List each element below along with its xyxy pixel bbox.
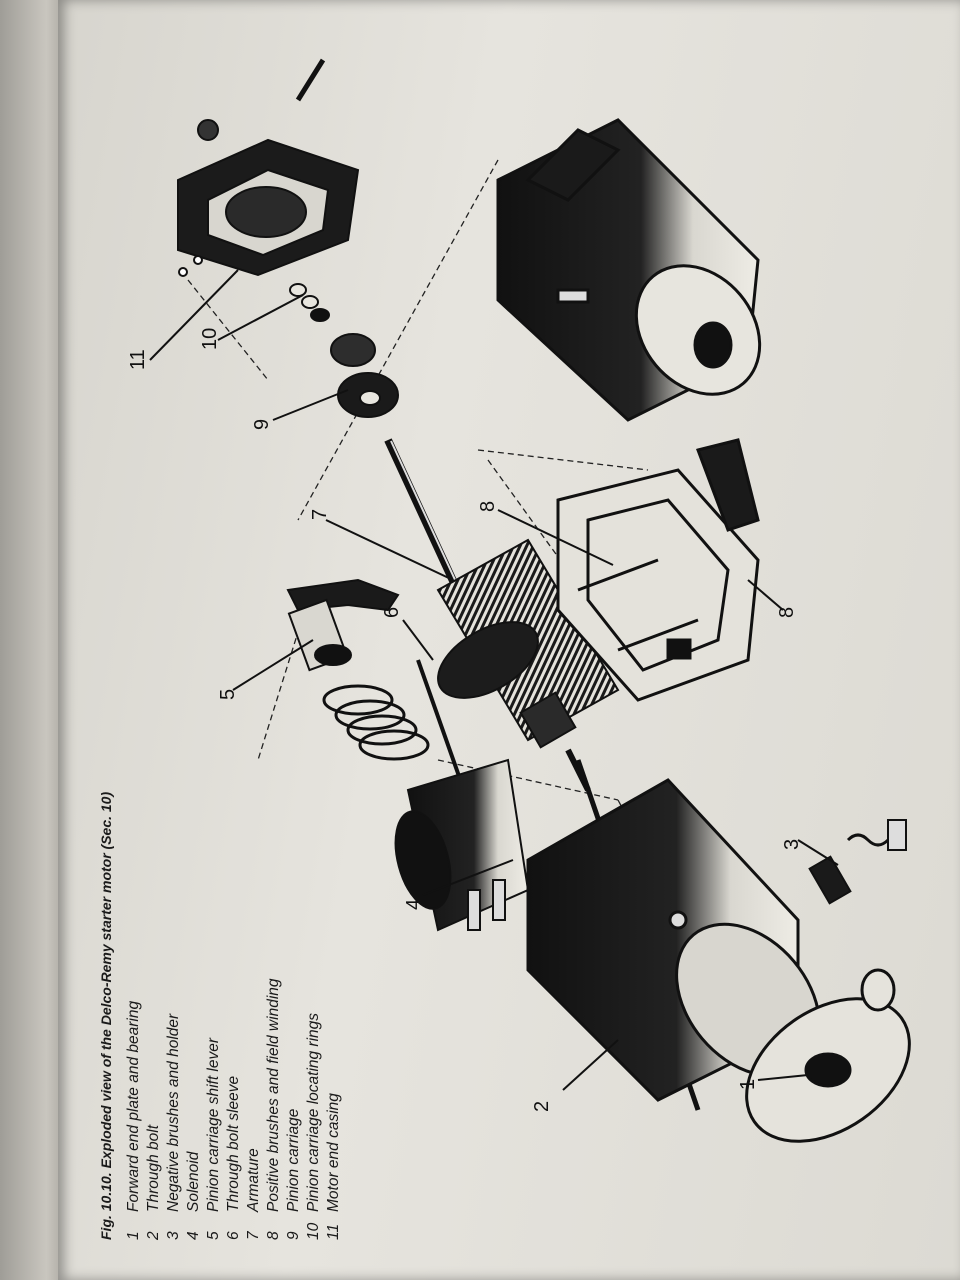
legend-label: Pinion carriage locating rings [305,1012,322,1212]
legend-label: Motor end casing [325,1093,342,1212]
legend-number: 1 [125,1231,142,1240]
legend-item: 1 Forward end plate and bearing [124,720,144,1240]
negative-brushes [808,819,907,905]
armature [436,538,620,792]
legend-item: 5 Pinion carriage shift lever [204,720,224,1240]
callout-4: 4 [403,899,425,910]
shift-lever [286,578,400,672]
figure-caption: Fig. 10.10. Exploded view of the Delco-R… [98,720,344,1240]
alignment-lines [187,159,759,1061]
previous-page-edge [0,0,58,1280]
callout-9: 9 [251,419,273,430]
callout-8-upper: 8 [477,501,499,512]
legend-number: 11 [325,1223,342,1240]
legend-label: Negative brushes and holder [165,1013,182,1212]
legend-number: 6 [225,1231,242,1240]
legend-number: 4 [185,1231,202,1240]
legend-label: Through bolt sleeve [225,1075,242,1212]
solenoid [394,758,530,932]
legend-item: 11 Motor end casing [324,720,344,1240]
legend-item: 10 Pinion carriage locating rings [304,720,324,1240]
motor-end-casing [177,58,360,277]
caption-title: Fig. 10.10. Exploded view of the Delco-R… [98,791,114,1240]
pinion-carriage [330,333,399,418]
legend-number: 5 [205,1231,222,1240]
callout-10: 10 [199,328,221,350]
legend-item: 2 Through bolt [144,720,164,1240]
callout-8-lower: 8 [776,607,798,618]
forward-end-plate [745,968,911,1143]
legend-label: Pinion carriage shift lever [205,1037,222,1212]
legend-label: Forward end plate and bearing [125,1000,142,1212]
legend-label: Positive brushes and field winding [265,978,282,1213]
assembled-starter-motor [496,118,762,422]
previous-page-text [10,80,50,600]
callout-6: 6 [381,607,403,618]
field-winding-housing [556,438,760,702]
callout-leaders [149,269,839,1091]
legend-item: 7 Armature [244,720,264,1240]
exploded-view-diagram: 11 10 9 7 5 6 4 2 3 1 8 8 [127,58,911,1143]
callout-7: 7 [309,509,331,520]
legend-item: 9 Pinion carriage [284,720,304,1240]
callout-5: 5 [217,689,239,700]
legend-label: Solenoid [185,1151,202,1212]
legend-item: 8 Positive brushes and field winding [264,720,284,1241]
legend-number: 3 [165,1231,182,1240]
callout-3: 3 [781,839,803,850]
legend-label: Pinion carriage [285,1108,302,1212]
legend-number: 8 [265,1231,282,1240]
spring [322,684,430,761]
legend-item: 4 Solenoid [184,720,204,1240]
legend-item: 6 Through bolt sleeve [224,720,244,1240]
legend-number: 10 [305,1222,322,1240]
callout-11: 11 [127,349,149,370]
book-page: 11 10 9 7 5 6 4 2 3 1 8 8 Fig. 10.10. Ex… [58,0,960,1280]
legend-number: 2 [145,1231,162,1240]
legend-item: 3 Negative brushes and holder [164,720,184,1240]
legend-number: 9 [285,1231,302,1240]
callout-2: 2 [531,1101,553,1112]
locating-rings [289,283,330,322]
legend-list: 1 Forward end plate and bearing 2 Through b… [124,720,344,1241]
legend-label: Armature [245,1148,262,1212]
legend-label: Through bolt [145,1124,162,1212]
callout-1: 1 [737,1079,759,1090]
legend-number: 7 [245,1231,262,1240]
